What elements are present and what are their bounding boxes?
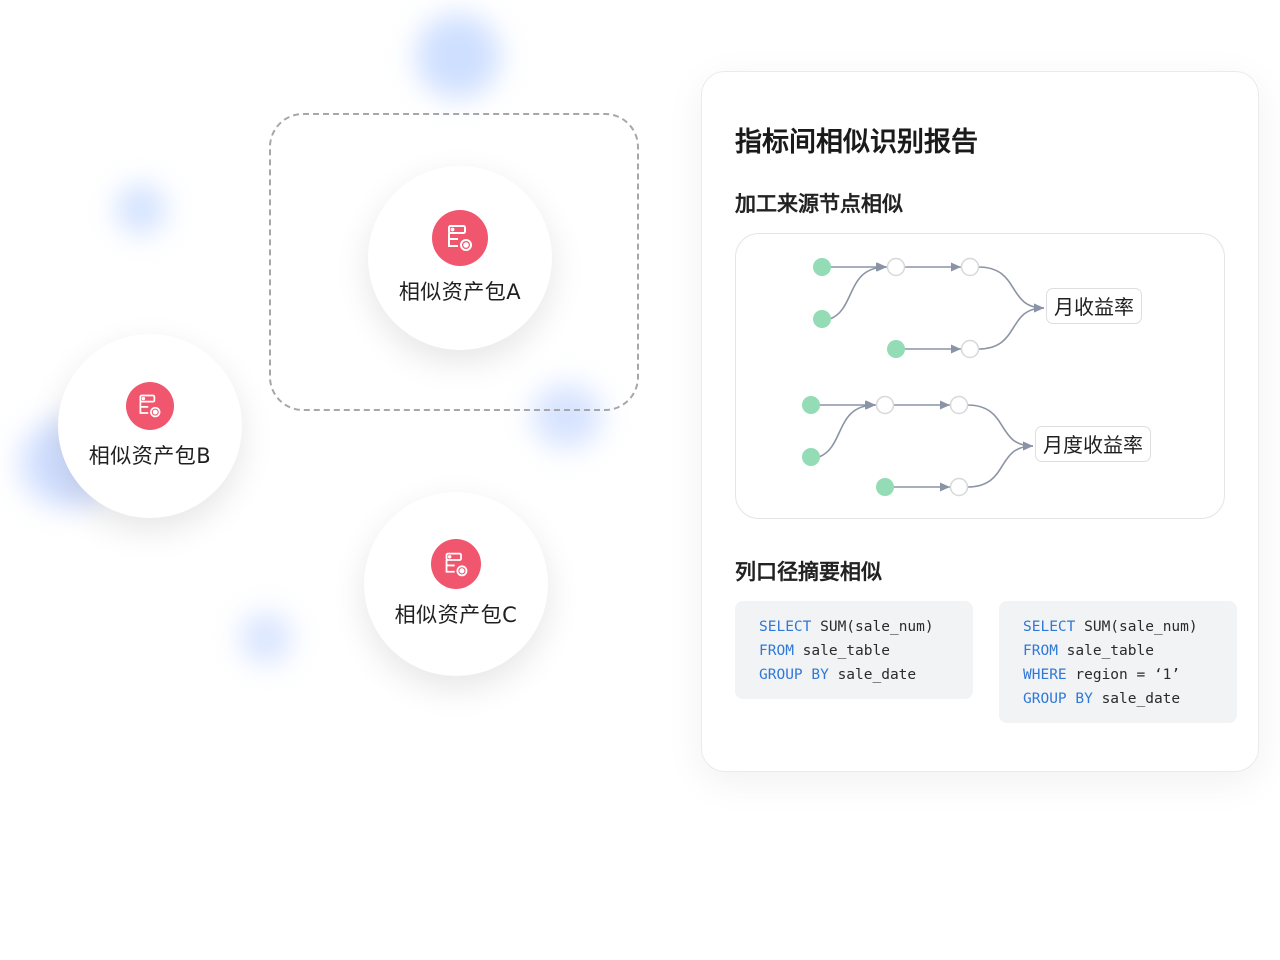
lineage-edge	[966, 404, 1034, 451]
sql-text: region = ‘1’	[1066, 667, 1181, 683]
lineage-graph	[802, 257, 1045, 497]
decorative-blur-circle	[416, 14, 500, 98]
lineage-edge	[966, 441, 1034, 488]
sql-text: sale_table	[1057, 643, 1154, 659]
decorative-blur-circle	[532, 384, 602, 448]
lineage-edge	[818, 400, 876, 458]
asset-package-c[interactable]: 相似资产包C	[364, 492, 548, 676]
source-node	[802, 448, 820, 466]
process-node	[960, 339, 980, 359]
sql-keyword: FROM	[759, 643, 794, 659]
process-node	[875, 395, 895, 415]
asset-package-b[interactable]: 相似资产包B	[58, 334, 242, 518]
sql-keyword: SELECT	[1023, 619, 1076, 635]
section-title-source-nodes: 加工来源节点相似	[735, 192, 903, 216]
process-node	[886, 257, 906, 277]
sql-text: SUM(sale_num)	[1075, 619, 1198, 635]
code-line: FROM sale_table	[1023, 639, 1227, 663]
sql-keyword: SELECT	[759, 619, 812, 635]
sql-keyword: GROUP BY	[759, 667, 829, 683]
lineage-diagram: 月收益率 月度收益率	[735, 233, 1225, 519]
asset-package-label: 相似资产包A	[398, 280, 522, 304]
source-node	[813, 258, 831, 276]
similar-group-frame	[269, 113, 639, 411]
sql-text: sale_date	[828, 667, 917, 683]
code-line: GROUP BY sale_date	[1023, 687, 1227, 711]
report-title: 指标间相似识别报告	[735, 127, 978, 158]
sql-code-block: SELECT SUM(sale_num) FROM sale_table GRO…	[735, 601, 973, 699]
similarity-report-card: 指标间相似识别报告 加工来源节点相似	[701, 71, 1259, 772]
asset-package-a[interactable]: 相似资产包A	[368, 166, 552, 350]
source-node	[887, 340, 905, 358]
code-line: SELECT SUM(sale_num)	[759, 615, 963, 639]
sql-keyword: GROUP BY	[1023, 691, 1093, 707]
sql-keyword: WHERE	[1023, 667, 1067, 683]
sql-text: sale_date	[1092, 691, 1181, 707]
code-line: GROUP BY sale_date	[759, 663, 963, 687]
asset-package-icon	[431, 539, 481, 589]
decorative-blur-circle	[116, 184, 166, 234]
code-line: FROM sale_table	[759, 639, 963, 663]
lineage-edge	[829, 262, 887, 320]
decorative-blur-circle	[240, 612, 292, 664]
section-title-column-summary: 列口径摘要相似	[735, 560, 882, 584]
asset-package-label: 相似资产包B	[88, 444, 212, 468]
process-node	[949, 395, 969, 415]
process-node	[949, 477, 969, 497]
metric-node-1: 月收益率	[1046, 288, 1142, 324]
asset-package-icon	[126, 382, 174, 430]
sql-text: SUM(sale_num)	[811, 619, 934, 635]
asset-package-label: 相似资产包C	[394, 603, 518, 627]
source-node	[802, 396, 820, 414]
process-node	[960, 257, 980, 277]
sql-keyword: FROM	[1023, 643, 1058, 659]
sql-code-block: SELECT SUM(sale_num) FROM sale_table WHE…	[999, 601, 1237, 723]
lineage-edge	[977, 266, 1045, 313]
code-line: SELECT SUM(sale_num)	[1023, 615, 1227, 639]
code-line: WHERE region = ‘1’	[1023, 663, 1227, 687]
metric-node-2: 月度收益率	[1035, 426, 1151, 462]
source-node	[876, 478, 894, 496]
sql-text: sale_table	[793, 643, 890, 659]
lineage-edge	[977, 303, 1045, 350]
source-node	[813, 310, 831, 328]
asset-package-icon	[432, 210, 488, 266]
